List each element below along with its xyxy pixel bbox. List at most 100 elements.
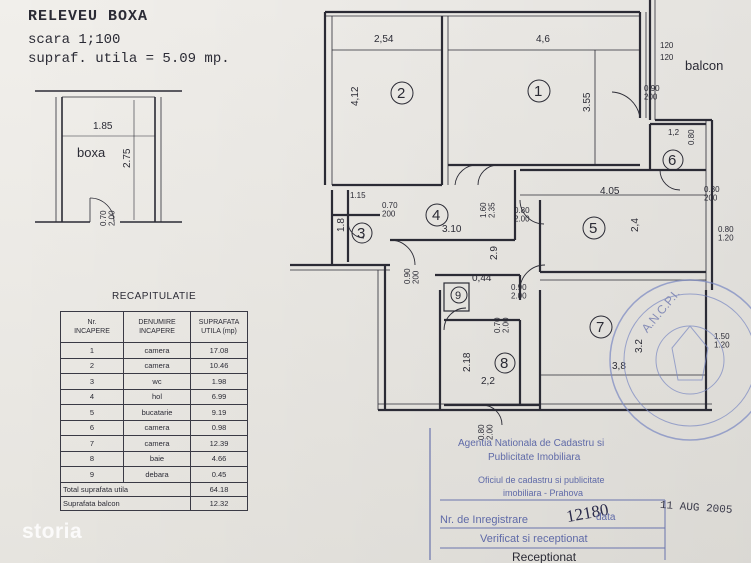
recap-cell-area: 1.98 bbox=[190, 373, 248, 390]
recap-cell-nr: 2 bbox=[60, 357, 124, 374]
svg-text:1.602.35: 1.602.35 bbox=[479, 202, 496, 218]
svg-text:3,8: 3,8 bbox=[612, 361, 626, 372]
recap-header-nr: Nr. INCAPERE bbox=[60, 311, 124, 343]
recap-cell-nr: 4 bbox=[60, 388, 124, 405]
recap-table: Nr. INCAPERE DENUMIRE INCAPERE SUPRAFATA… bbox=[60, 311, 248, 511]
stamp-reg-label: Nr. de Inregistrare bbox=[440, 514, 528, 526]
svg-text:0.902.00: 0.902.00 bbox=[511, 283, 527, 300]
svg-text:0.80: 0.80 bbox=[687, 129, 696, 145]
recap-cell-name: camera bbox=[123, 419, 191, 436]
svg-text:3.55: 3.55 bbox=[582, 92, 593, 112]
svg-text:120: 120 bbox=[660, 53, 674, 62]
svg-text:0.801.20: 0.801.20 bbox=[718, 225, 734, 242]
stamp-verified: Verificat si receptionat bbox=[480, 533, 588, 545]
svg-text:0.90200: 0.90200 bbox=[403, 268, 420, 284]
svg-text:4,6: 4,6 bbox=[536, 34, 550, 45]
room-number-2: 2 bbox=[397, 85, 405, 102]
room-markers bbox=[351, 79, 684, 374]
recap-cell-area: 0.98 bbox=[190, 419, 248, 436]
svg-text:2.18: 2.18 bbox=[462, 352, 473, 372]
recap-total-value: 64.18 bbox=[190, 481, 248, 497]
recap-cell-name: bucatarie bbox=[123, 404, 191, 421]
room-number-8: 8 bbox=[500, 355, 508, 372]
svg-text:120: 120 bbox=[660, 41, 674, 50]
boxa-plan bbox=[35, 90, 182, 223]
cadastre-stamp: Agentia Nationala de Cadastru si Publici… bbox=[429, 428, 733, 563]
recap-cell-name: hol bbox=[123, 388, 191, 405]
scale-label: scara 1;100 bbox=[28, 32, 121, 48]
recap-cell-name: camera bbox=[123, 342, 191, 359]
recap-balcony-value: 12.32 bbox=[190, 495, 248, 511]
recap-cell-name: camera bbox=[123, 357, 191, 374]
boxa-label: boxa bbox=[77, 145, 106, 160]
recap-cell-area: 12.39 bbox=[190, 435, 248, 452]
room-marker-8 bbox=[494, 352, 516, 374]
recap-cell-name: wc bbox=[123, 373, 191, 390]
room-marker-1 bbox=[527, 79, 551, 103]
stamp-line-4: imobiliara - Prahova bbox=[503, 488, 583, 498]
room-marker-4 bbox=[425, 203, 449, 227]
room-marker-5 bbox=[582, 216, 606, 240]
svg-text:balcon: balcon bbox=[685, 58, 723, 73]
svg-text:1.8: 1.8 bbox=[336, 218, 347, 232]
stamp-line-3: Oficiul de cadastru si publicitate bbox=[478, 475, 605, 485]
storia-watermark: storia bbox=[22, 520, 83, 543]
recap-header-area: SUPRAFATA UTILA (mp) bbox=[190, 311, 248, 343]
recap-cell-name: debara bbox=[123, 466, 191, 483]
room-number-1: 1 bbox=[534, 83, 542, 100]
recap-cell-area: 17.08 bbox=[190, 342, 248, 359]
recap-title: RECAPITULATIE bbox=[112, 291, 197, 302]
svg-text:4.05: 4.05 bbox=[600, 186, 620, 197]
recap-cell-name: camera bbox=[123, 435, 191, 452]
svg-text:0.702.00: 0.702.00 bbox=[493, 317, 510, 333]
svg-text:0.802.00: 0.802.00 bbox=[514, 206, 530, 223]
room-number-7: 7 bbox=[596, 319, 604, 336]
room-number-4: 4 bbox=[432, 207, 440, 224]
stamp-received: Receptionat bbox=[512, 550, 577, 563]
official-seal: A.N.C.P.I. bbox=[609, 279, 751, 441]
recap-total-label: Total suprafata utila bbox=[60, 481, 191, 497]
svg-text:2,4: 2,4 bbox=[630, 218, 641, 232]
room-marker-9 bbox=[450, 286, 468, 304]
usable-area-label: supraf. utila = 5.09 mp. bbox=[28, 51, 230, 67]
recap-cell-nr: 8 bbox=[60, 450, 124, 467]
room-number-6: 6 bbox=[668, 152, 676, 169]
recap-header-name: DENUMIRE INCAPERE bbox=[123, 311, 191, 343]
svg-text:1.15: 1.15 bbox=[350, 191, 366, 200]
recap-cell-area: 6.99 bbox=[190, 388, 248, 405]
stamp-line-2: Publicitate Imobiliara bbox=[488, 452, 581, 463]
svg-text:2.9: 2.9 bbox=[489, 246, 500, 260]
svg-text:3.10: 3.10 bbox=[442, 224, 462, 235]
recap-cell-area: 9.19 bbox=[190, 404, 248, 421]
room-marker-3 bbox=[351, 222, 373, 244]
document-title: RELEVEU BOXA bbox=[28, 8, 149, 25]
recap-cell-nr: 9 bbox=[60, 466, 124, 483]
room-marker-7 bbox=[589, 315, 613, 339]
apartment-walls bbox=[290, 0, 714, 412]
svg-text:0.802.00: 0.802.00 bbox=[477, 424, 494, 440]
room-marker-6 bbox=[662, 149, 684, 171]
recap-cell-area: 4.66 bbox=[190, 450, 248, 467]
recap-cell-area: 10.46 bbox=[190, 357, 248, 374]
stamp-line-1: Agentia Nationala de Cadastru si bbox=[458, 438, 604, 449]
recap-cell-name: baie bbox=[123, 450, 191, 467]
recap-cell-nr: 6 bbox=[60, 419, 124, 436]
svg-text:0.90200: 0.90200 bbox=[644, 84, 660, 101]
recap-balcony-label: Suprafata balcon bbox=[60, 495, 191, 511]
boxa-depth: 2.75 bbox=[122, 148, 133, 168]
recap-cell-nr: 1 bbox=[60, 342, 124, 359]
recap-cell-nr: 5 bbox=[60, 404, 124, 421]
boxa-door: 0.702.00 bbox=[99, 210, 116, 226]
door-swings bbox=[347, 91, 681, 426]
